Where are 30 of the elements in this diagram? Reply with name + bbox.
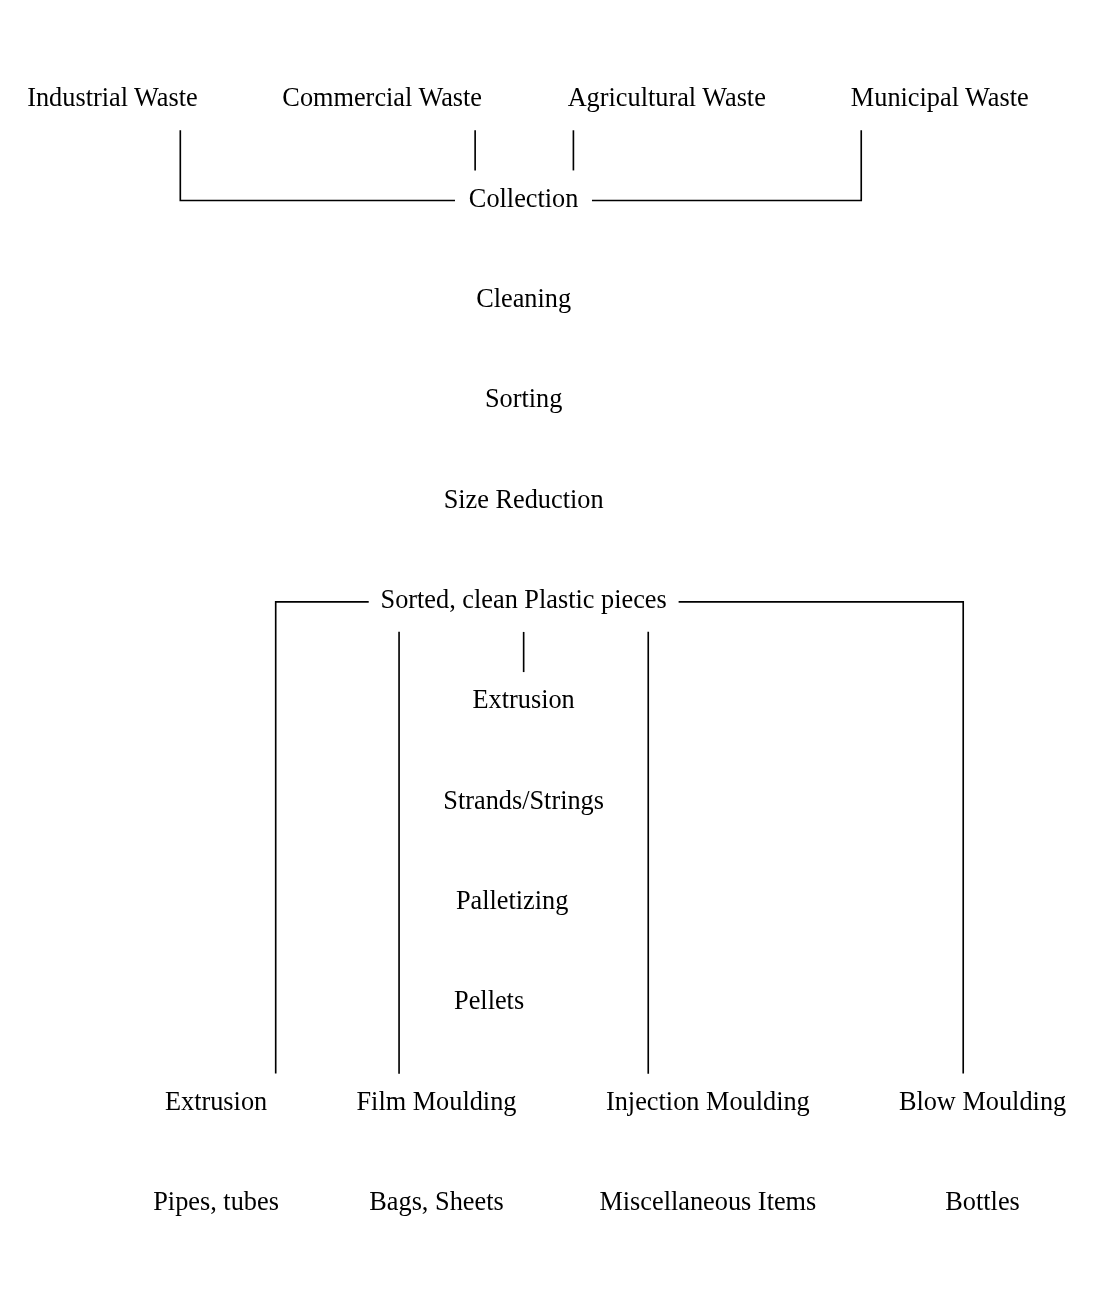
node-text: Agricultural Waste: [567, 83, 766, 113]
node-text: Strands/Strings: [443, 785, 605, 815]
node-text: Extrusion: [164, 1086, 268, 1116]
node-text: Size Reduction: [443, 484, 604, 514]
node-text: Cleaning: [476, 284, 572, 314]
node-text: Extrusion: [472, 685, 575, 715]
node-text: Pipes, tubes: [153, 1187, 279, 1217]
connector: [398, 630, 400, 1075]
node-text: Miscellaneous Items: [599, 1187, 817, 1217]
node-text: Pellets: [454, 986, 525, 1016]
connector: [522, 631, 525, 673]
node-text: Bottles: [945, 1187, 1020, 1217]
node-text: Injection Moulding: [605, 1086, 810, 1116]
node-text: Bags, Sheets: [369, 1187, 504, 1217]
connector: [179, 129, 456, 202]
node-text: Municipal Waste: [850, 83, 1029, 113]
connector: [647, 630, 650, 1075]
node-text: Collection: [468, 183, 579, 213]
node-text: Sorted, clean Plastic pieces: [380, 585, 667, 615]
node-text: Blow Moulding: [898, 1086, 1067, 1116]
connector: [274, 601, 370, 1075]
connector: [591, 129, 863, 202]
node-text: Film Moulding: [356, 1086, 517, 1116]
node-text: Industrial Waste: [27, 83, 198, 113]
node-text: Sorting: [484, 384, 563, 414]
connector: [572, 129, 575, 172]
node-text: Palletizing: [455, 886, 569, 916]
connector: [474, 129, 476, 172]
connector: [677, 601, 965, 1075]
node-text: Commercial Waste: [282, 83, 483, 113]
